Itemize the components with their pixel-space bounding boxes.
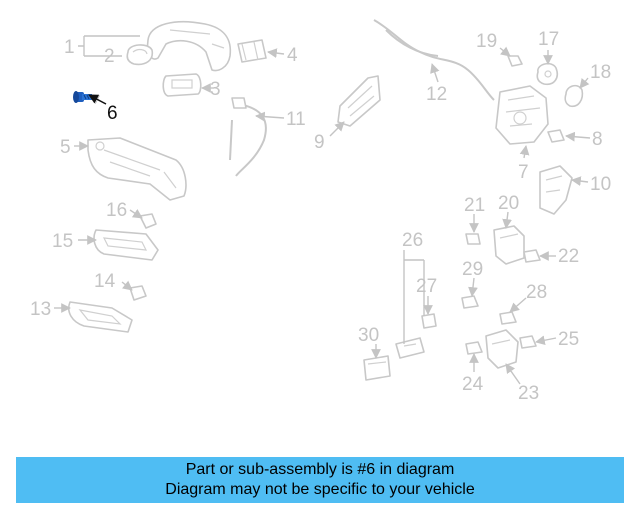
callout-11[interactable]: 11 bbox=[286, 109, 306, 130]
banner-line-part-number: Part or sub-assembly is #6 in diagram bbox=[185, 461, 455, 478]
callout-18[interactable]: 18 bbox=[590, 62, 611, 83]
part-15-inside-handle-bezel[interactable] bbox=[93, 229, 159, 261]
callout-2[interactable]: 2 bbox=[104, 46, 115, 67]
callout-12[interactable]: 12 bbox=[426, 84, 447, 105]
callout-27[interactable]: 27 bbox=[416, 276, 437, 297]
callout-13[interactable]: 13 bbox=[30, 299, 51, 320]
callout-5[interactable]: 5 bbox=[60, 137, 71, 158]
callout-29[interactable]: 29 bbox=[462, 259, 483, 280]
leader-lines bbox=[54, 35, 591, 385]
callout-labels: 1 2 3 4 5 6 7 8 9 10 11 12 13 14 15 16 1… bbox=[30, 29, 611, 404]
callout-17[interactable]: 17 bbox=[538, 29, 559, 50]
callout-25[interactable]: 25 bbox=[558, 329, 579, 350]
part-23-lower-hinge[interactable] bbox=[485, 329, 519, 369]
callout-16[interactable]: 16 bbox=[106, 200, 127, 221]
callout-7[interactable]: 7 bbox=[518, 162, 529, 183]
part-30-cover[interactable] bbox=[363, 355, 391, 381]
callout-26[interactable]: 26 bbox=[402, 230, 423, 251]
part-2-handle-gasket[interactable] bbox=[126, 44, 154, 66]
exploded-parts-diagram: 1 2 3 4 5 6 7 8 9 10 11 12 13 14 15 16 1… bbox=[30, 19, 611, 404]
part-19-screw[interactable] bbox=[507, 55, 523, 67]
callout-8[interactable]: 8 bbox=[592, 129, 603, 150]
callout-24[interactable]: 24 bbox=[462, 374, 484, 395]
part-22-bolt[interactable] bbox=[523, 249, 541, 263]
part-13-pull-cup[interactable] bbox=[68, 301, 133, 333]
callout-21[interactable]: 21 bbox=[464, 195, 485, 216]
part-1-outside-handle[interactable] bbox=[146, 20, 232, 72]
part-11-control-rod[interactable] bbox=[229, 97, 267, 177]
part-20-upper-hinge[interactable] bbox=[493, 225, 525, 265]
callout-20[interactable]: 20 bbox=[498, 193, 519, 214]
part-18-seal[interactable] bbox=[564, 84, 584, 108]
part-8-bolt[interactable] bbox=[547, 129, 565, 143]
part-12-lock-cable[interactable] bbox=[373, 19, 495, 101]
callout-10[interactable]: 10 bbox=[590, 174, 611, 195]
part-7-door-latch[interactable] bbox=[495, 85, 549, 145]
part-4-lock-cylinder-cap[interactable] bbox=[237, 39, 267, 63]
part-27-clip[interactable] bbox=[421, 313, 437, 329]
callout-1[interactable]: 1 bbox=[64, 37, 75, 58]
part-16-clip[interactable] bbox=[139, 213, 157, 229]
part-17-striker-plate[interactable] bbox=[536, 62, 559, 86]
part-26-check-link[interactable] bbox=[395, 337, 425, 359]
banner-line-disclaimer: Diagram may not be specific to your vehi… bbox=[165, 481, 475, 498]
part-29-bolt[interactable] bbox=[461, 295, 479, 309]
callout-28[interactable]: 28 bbox=[526, 282, 547, 303]
callout-4[interactable]: 4 bbox=[287, 45, 298, 66]
part-21-bolt[interactable] bbox=[465, 233, 481, 245]
info-banner: Part or sub-assembly is #6 in diagram Di… bbox=[16, 457, 624, 503]
part-3-handle-bezel[interactable] bbox=[162, 73, 202, 97]
part-14-clip[interactable] bbox=[129, 285, 147, 301]
callout-19[interactable]: 19 bbox=[476, 31, 497, 52]
part-6-bolt-highlighted[interactable] bbox=[73, 91, 93, 103]
callout-6-highlighted[interactable]: 6 bbox=[107, 103, 118, 124]
part-28-bolt[interactable] bbox=[499, 311, 517, 325]
part-5-inside-handle-frame[interactable] bbox=[87, 137, 187, 201]
callout-9[interactable]: 9 bbox=[314, 132, 325, 153]
part-10-latch-bracket[interactable] bbox=[539, 165, 573, 215]
callout-3[interactable]: 3 bbox=[210, 79, 221, 100]
callout-15[interactable]: 15 bbox=[52, 231, 73, 252]
part-9-lock-bracket[interactable] bbox=[337, 75, 381, 127]
callout-22[interactable]: 22 bbox=[558, 246, 579, 267]
part-24-bolt[interactable] bbox=[465, 341, 483, 355]
part-25-bolt[interactable] bbox=[519, 335, 537, 349]
callout-14[interactable]: 14 bbox=[94, 271, 116, 292]
callout-23[interactable]: 23 bbox=[518, 383, 539, 404]
callout-30[interactable]: 30 bbox=[358, 325, 379, 346]
callout-6-leader bbox=[88, 94, 107, 105]
